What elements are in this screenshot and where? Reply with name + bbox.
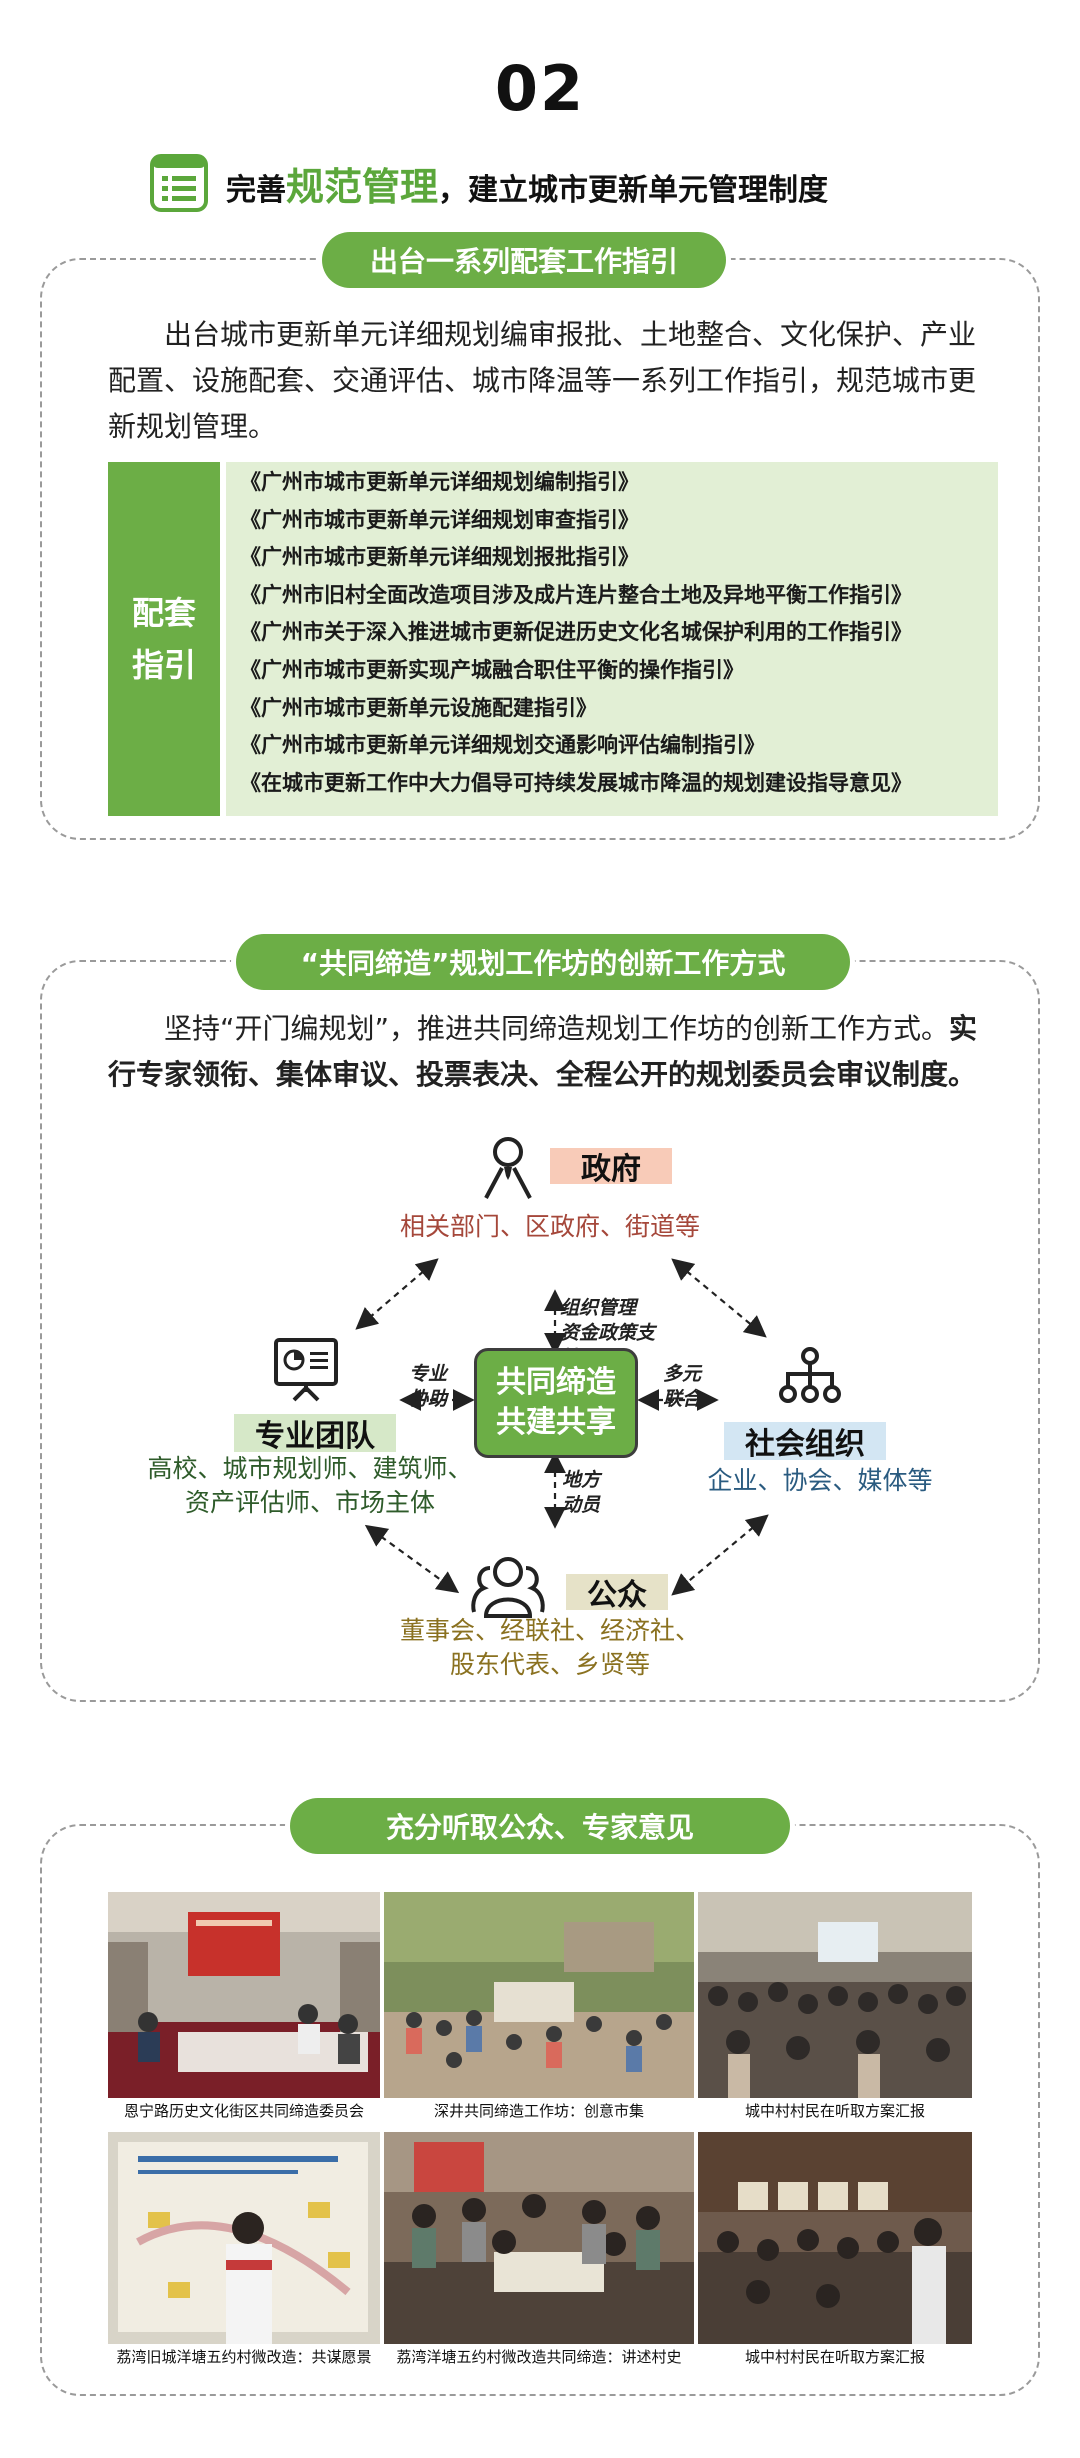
- guides-section-pill: 出台一系列配套工作指引: [322, 232, 726, 288]
- photo-caption: 恩宁路历史文化街区共同缔造委员会: [123, 2102, 364, 2120]
- government-desc: 相关部门、区政府、街道等: [399, 1212, 700, 1241]
- guide-item: 《广州市关于深入推进城市更新促进历史文化名城保护利用的工作指引》: [240, 620, 912, 645]
- workshop-paragraph: 坚持“开门编规划”，推进共同缔造规划工作坊的创新工作方式。实行专家领衔、集体审议…: [108, 1012, 978, 1091]
- social-desc: 企业、协会、媒体等: [707, 1466, 933, 1495]
- arrow-gov-social: [671, 1258, 767, 1338]
- photo-outdoor-market: [384, 1892, 694, 2098]
- expert-desc: 高校、城市规划师、建筑师、 资产评估师、市场主体: [147, 1454, 473, 1517]
- presentation-board-icon: [274, 1338, 338, 1402]
- photo-vision-board: [108, 2132, 380, 2344]
- opinions-section-pill: 充分听取公众、专家意见: [290, 1798, 790, 1854]
- photo-villagers-listening: [698, 2132, 972, 2344]
- guide-item: 《广州市城市更新单元设施配建指引》: [240, 695, 597, 720]
- photo-villagers-hall: [698, 1892, 972, 2098]
- arrow-social-public: [671, 1514, 769, 1596]
- people-group-icon: [471, 1557, 545, 1618]
- diagram-arrows: [355, 1258, 769, 1596]
- government-person-icon: [484, 1137, 532, 1199]
- document-list-icon: [150, 154, 208, 212]
- note-right: 多元 联合: [662, 1363, 701, 1410]
- government-label: 政府: [550, 1148, 672, 1187]
- arrow-expert-public: [364, 1524, 460, 1594]
- guide-item: 《广州市城市更新单元详细规划报批指引》: [240, 545, 639, 570]
- guides-label: 配套 指引: [108, 462, 220, 816]
- guide-item: 《广州市城市更新单元详细规划编制指引》: [240, 470, 639, 494]
- guide-item: 《广州市城市更新单元详细规划审查指引》: [240, 507, 639, 532]
- note-left: 专业 协助: [408, 1363, 447, 1410]
- guide-item: 《广州市城市更新实现产城融合职住平衡的操作指引》: [240, 657, 744, 682]
- center-box: 共同缔造 共建共享: [474, 1348, 638, 1458]
- public-label: 公众: [566, 1574, 668, 1613]
- guide-item: 《广州市旧村全面改造项目涉及成片连片整合土地及异地平衡工作指引》: [240, 582, 912, 607]
- photo-caption: 城中村村民在听取方案汇报: [744, 2348, 925, 2366]
- section-title: 完善规范管理，建立城市更新单元管理制度: [148, 152, 828, 214]
- photo-meeting-room: [108, 1892, 380, 2098]
- guides-paragraph: 出台城市更新单元详细规划编审报批、土地整合、文化保护、产业配置、设施配套、交通评…: [108, 318, 977, 443]
- public-desc: 董事会、经联社、经济社、 股东代表、乡贤等: [399, 1616, 700, 1679]
- arrow-gov-expert: [355, 1258, 439, 1330]
- workshop-section-pill: “共同缔造”规划工作坊的创新工作方式: [236, 934, 850, 990]
- photo-caption: 深井共同缔造工作坊：创意市集: [433, 2102, 644, 2120]
- title-text: 完善规范管理，建立城市更新单元管理制度: [226, 164, 829, 209]
- photo-caption: 城中村村民在听取方案汇报: [744, 2102, 925, 2120]
- photo-village-history: [384, 2132, 694, 2344]
- social-label: 社会组织: [724, 1422, 886, 1462]
- expert-label: 专业团队: [234, 1414, 396, 1454]
- guide-item: 《广州市城市更新单元详细规划交通影响评估编制指引》: [240, 733, 765, 758]
- guides-list: 《广州市城市更新单元详细规划编制指引》 《广州市城市更新单元详细规划审查指引》 …: [226, 462, 998, 816]
- photo-caption: 荔湾旧城洋塘五约村微改造：共谋愿景: [116, 2348, 372, 2366]
- section-number: 02: [494, 52, 586, 125]
- photo-caption: 荔湾洋塘五约村微改造共同缔造：讲述村史: [396, 2348, 682, 2366]
- guide-item: 《在城市更新工作中大力倡导可持续发展城市降温的规划建设指导意见》: [240, 770, 912, 795]
- note-bottom: 地方 动员: [562, 1469, 601, 1516]
- organization-chart-icon: [779, 1347, 841, 1403]
